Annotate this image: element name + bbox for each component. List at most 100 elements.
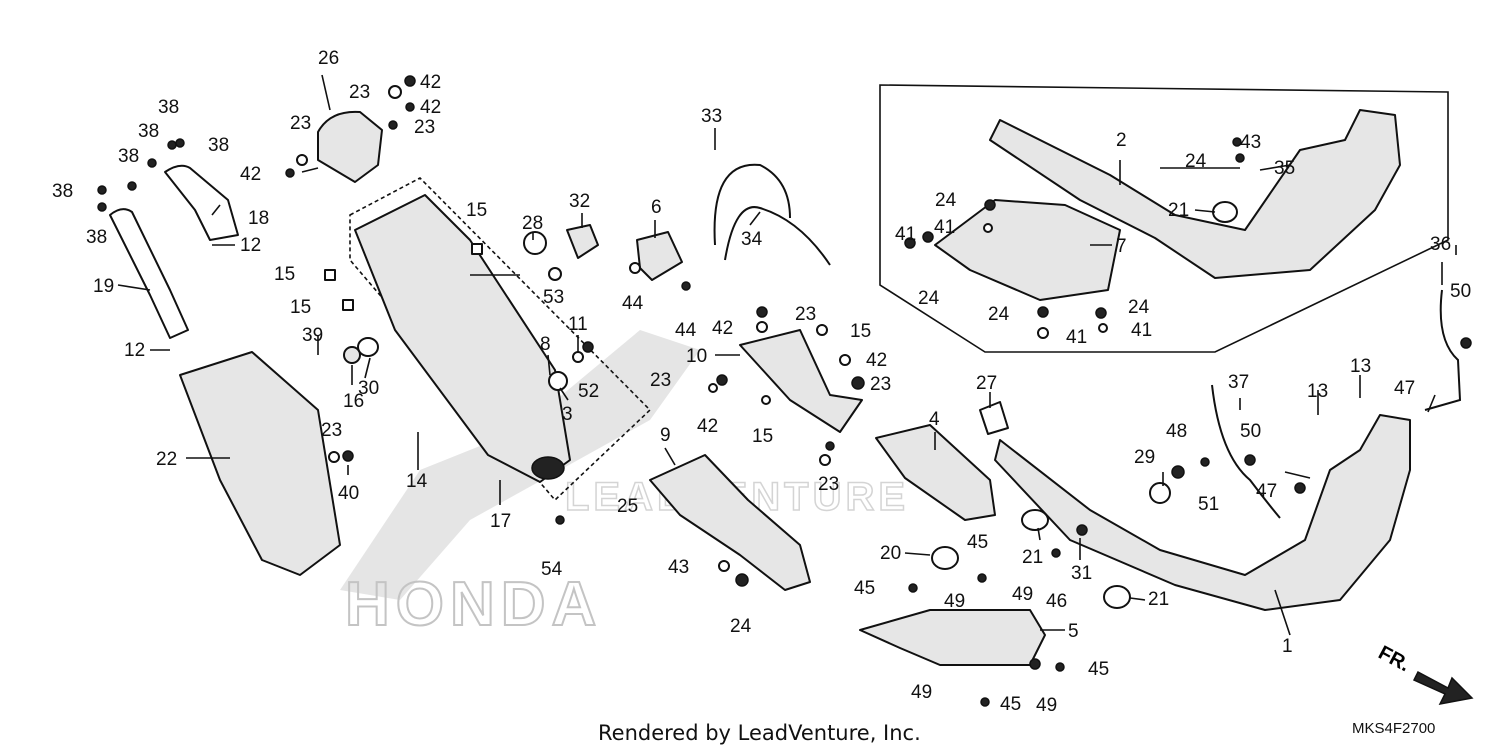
callout-15d: 15 — [850, 321, 871, 342]
part-19-pipe — [109, 208, 189, 339]
callout-49d: 49 — [1036, 695, 1057, 716]
inset-frame — [879, 84, 1449, 353]
callout-36: 36 — [1430, 234, 1451, 255]
callout-24c: 24 — [988, 304, 1010, 325]
part-34-cable — [724, 206, 831, 266]
callout-32: 32 — [569, 191, 590, 212]
fasteners — [97, 75, 1472, 707]
callout-4: 4 — [929, 409, 940, 430]
part-36-sensor — [1424, 289, 1462, 411]
callout-43b: 43 — [668, 557, 689, 578]
callout-1: 1 — [1282, 636, 1293, 657]
callout-42c: 42 — [240, 164, 261, 185]
callout-5: 5 — [1068, 621, 1079, 642]
callout-24e: 24 — [1185, 151, 1207, 172]
callout-41c: 41 — [1066, 327, 1087, 348]
callout-54: 54 — [541, 559, 563, 580]
callout-49a: 49 — [1012, 584, 1033, 605]
watermark-brand: HONDA — [345, 570, 602, 639]
callout-35: 35 — [1274, 158, 1295, 179]
callout-19: 19 — [93, 276, 114, 297]
part-30-washer — [357, 337, 379, 357]
callout-44b: 44 — [675, 320, 697, 341]
part-16-grommet — [343, 346, 361, 364]
callout-21c: 21 — [1148, 589, 1169, 610]
callout-24b: 24 — [918, 288, 940, 309]
part-28-grommet — [523, 231, 547, 255]
callout-6: 6 — [651, 197, 662, 218]
part-6-clamp — [636, 231, 683, 281]
callout-43a: 43 — [1240, 132, 1261, 153]
part-5-guard — [859, 609, 1046, 666]
callout-labels: 1 2 3 4 5 6 7 8 9 10 11 12 12 13 13 14 1… — [52, 48, 1471, 716]
callout-50b: 50 — [1240, 421, 1261, 442]
part-17-muffler-outlet — [531, 456, 565, 480]
front-direction-indicator: FR. — [1375, 642, 1474, 706]
callout-45d: 45 — [1000, 694, 1021, 715]
callout-7: 7 — [1116, 236, 1127, 257]
callout-45a: 45 — [967, 532, 988, 553]
callout-53: 53 — [543, 287, 564, 308]
callout-50a: 50 — [1450, 281, 1471, 302]
part-4-pipe — [875, 424, 996, 521]
callout-28: 28 — [522, 213, 543, 234]
callout-40: 40 — [338, 483, 359, 504]
callout-23b: 23 — [414, 117, 435, 138]
part-21-clamp — [1021, 509, 1049, 531]
callout-23h: 23 — [818, 474, 839, 495]
callout-46: 46 — [1046, 591, 1067, 612]
callout-27: 27 — [976, 373, 997, 394]
callout-14: 14 — [406, 471, 428, 492]
callout-15e: 15 — [752, 426, 773, 447]
callout-39: 39 — [302, 325, 323, 346]
callout-3: 3 — [562, 404, 573, 425]
callout-2: 2 — [1116, 130, 1127, 151]
callout-41b: 41 — [934, 217, 955, 238]
part-22-guard — [179, 351, 341, 576]
part-20-clamp — [931, 546, 959, 570]
callout-49b: 49 — [944, 591, 965, 612]
part-21-clamp-c — [1212, 201, 1238, 223]
callout-48: 48 — [1166, 421, 1187, 442]
callout-21b: 21 — [1022, 547, 1043, 568]
callout-24d: 24 — [1128, 297, 1150, 318]
part-37-sensor — [1211, 384, 1281, 519]
callout-25: 25 — [617, 496, 638, 517]
callout-10: 10 — [686, 346, 707, 367]
part-7-shield — [934, 199, 1121, 301]
callout-8: 8 — [540, 334, 551, 355]
diagram-code: MKS4F2700 — [1352, 720, 1435, 737]
callout-12a: 12 — [124, 340, 145, 361]
callout-38e: 38 — [52, 181, 73, 202]
callout-15b: 15 — [274, 264, 295, 285]
callout-13a: 13 — [1307, 381, 1328, 402]
callout-38b: 38 — [138, 121, 159, 142]
part-1-pipe — [994, 414, 1411, 611]
callout-12b: 12 — [240, 235, 261, 256]
callout-47a: 47 — [1394, 378, 1415, 399]
callout-15a: 15 — [466, 200, 487, 221]
callout-26: 26 — [318, 48, 339, 69]
callout-38d: 38 — [118, 146, 139, 167]
callout-24f: 24 — [730, 616, 752, 637]
callout-24a: 24 — [935, 190, 957, 211]
callout-42f: 42 — [697, 416, 718, 437]
callout-22: 22 — [156, 449, 177, 470]
callout-44a: 44 — [622, 293, 644, 314]
callout-49c: 49 — [911, 682, 932, 703]
callout-38c: 38 — [208, 135, 229, 156]
part-10-shield — [739, 329, 863, 433]
callout-38f: 38 — [86, 227, 107, 248]
callout-41a: 41 — [895, 224, 916, 245]
callout-16: 16 — [343, 391, 364, 412]
leader-lines — [117, 74, 1457, 636]
callout-45c: 45 — [1088, 659, 1109, 680]
callout-45b: 45 — [854, 578, 875, 599]
footer-credit: Rendered by LeadVenture, Inc. — [598, 721, 921, 745]
direction-arrow-icon — [1412, 670, 1474, 706]
part-9-shield — [649, 454, 811, 591]
callout-20: 20 — [880, 543, 901, 564]
callout-47b: 47 — [1256, 481, 1277, 502]
callout-23a: 23 — [349, 82, 370, 103]
